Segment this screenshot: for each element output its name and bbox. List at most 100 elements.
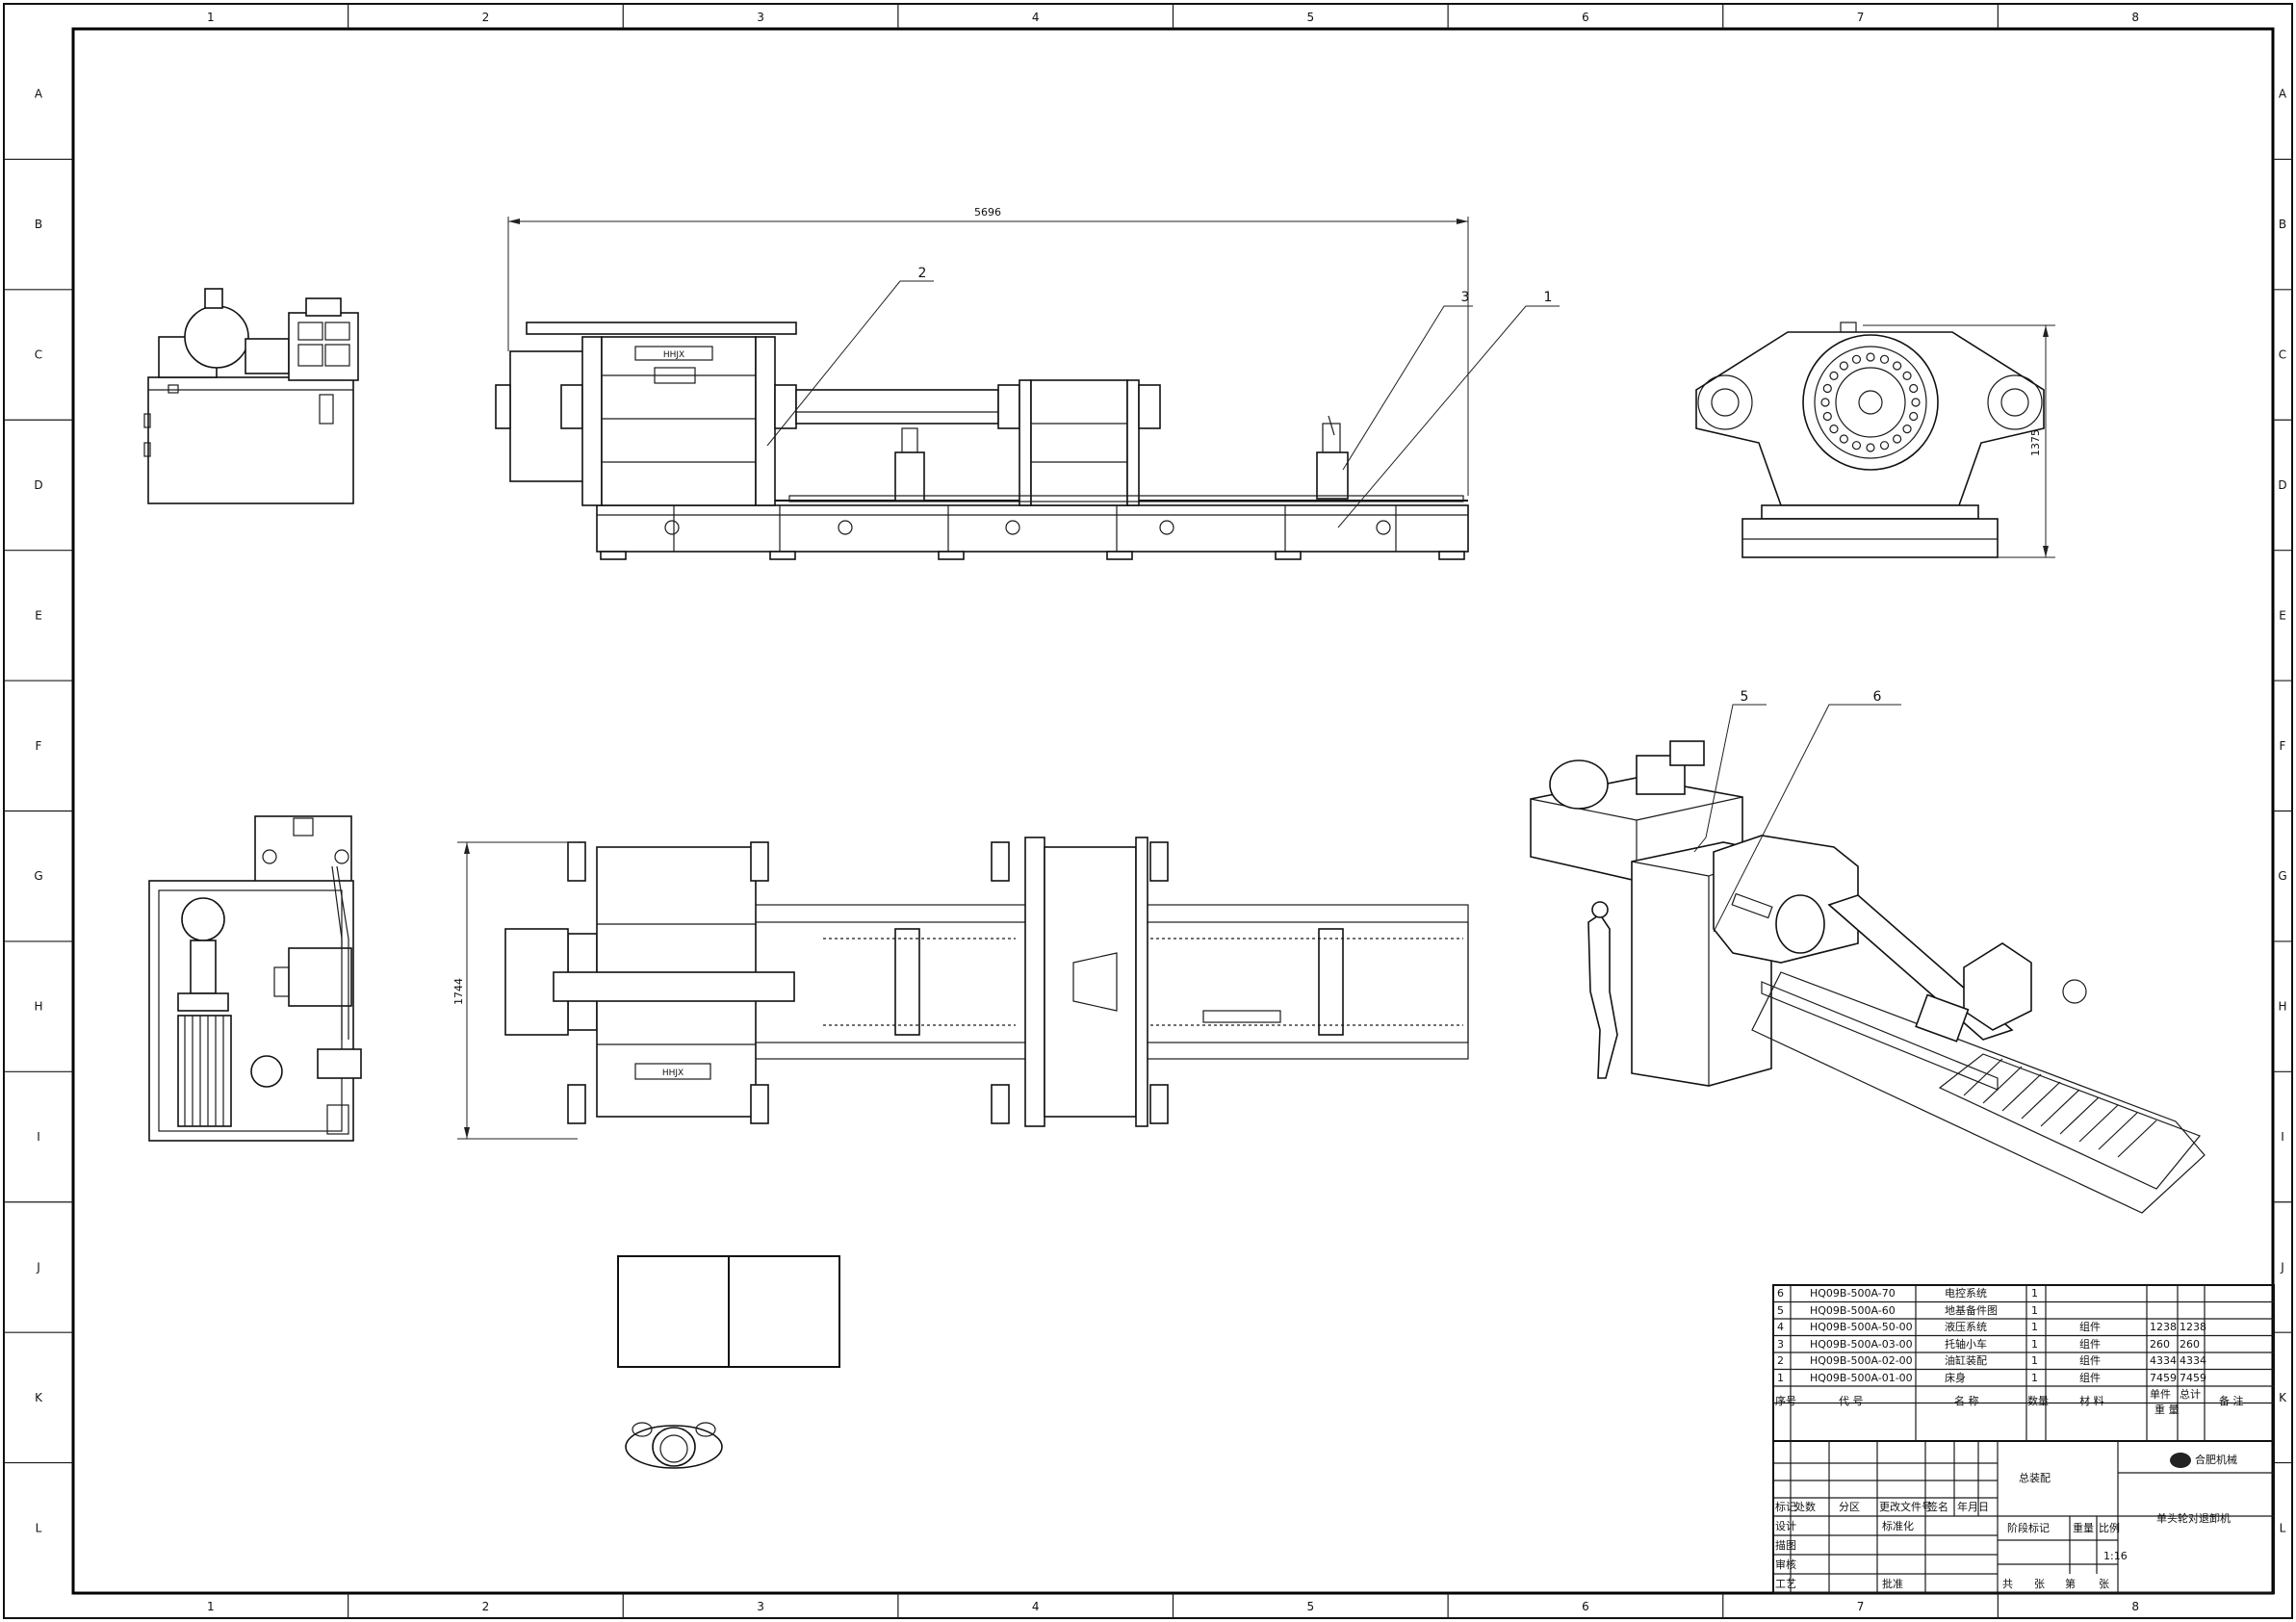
operator-top-view — [625, 1422, 723, 1469]
label-scale: 比例 — [2099, 1522, 2120, 1534]
column-label-top: 3 — [757, 11, 764, 24]
row-label-right: K — [2279, 1391, 2287, 1404]
label-stage-mark: 阶段标记 — [2007, 1522, 2050, 1534]
blank-annotation-box — [617, 1255, 840, 1368]
bom-header-note: 备 注 — [2219, 1395, 2244, 1407]
bom-cell-no: 5 — [1777, 1303, 1784, 1317]
label-weight: 重量 — [2073, 1522, 2094, 1534]
bom-cell-total_wt: 260 — [2180, 1337, 2200, 1351]
bom-cell-unit_wt: 1238 — [2150, 1321, 2177, 1333]
row-label-left: H — [34, 1000, 42, 1014]
column-label-top: 6 — [1582, 11, 1589, 24]
bom-cell-qty: 1 — [2031, 1354, 2038, 1367]
bom-header-total-weight: 总计 — [2180, 1388, 2201, 1401]
label-approve: 批准 — [1882, 1578, 1903, 1590]
bom-cell-qty: 1 — [2031, 1371, 2038, 1384]
bom-cell-material: 组件 — [2079, 1354, 2101, 1367]
bom-header-qty: 数量 — [2027, 1395, 2049, 1407]
bom-cell-qty: 1 — [2031, 1321, 2038, 1333]
bom-cell-qty: 1 — [2031, 1337, 2038, 1351]
row-label-left: D — [34, 478, 42, 492]
bom-cell-code: HQ09B-500A-03-00 — [1810, 1337, 1913, 1351]
balloon-5: 5 — [1741, 689, 1749, 705]
bom-cell-name: 床身 — [1945, 1371, 1966, 1384]
bom-cell-no: 2 — [1777, 1354, 1784, 1367]
balloon-6: 6 — [1873, 689, 1882, 705]
bom-cell-name: 地基备件图 — [1945, 1303, 1998, 1317]
balloon-2: 2 — [918, 266, 927, 281]
row-label-left: I — [37, 1130, 40, 1144]
row-label-right: J — [2280, 1260, 2284, 1274]
bom-cell-total_wt: 4334 — [2180, 1354, 2206, 1367]
label-sheets: 张 — [2034, 1578, 2045, 1590]
column-label-top: 4 — [1032, 11, 1040, 24]
label-sign: 签名 — [1927, 1501, 1948, 1513]
row-label-left: B — [35, 218, 42, 231]
label-sheet-no: 第 — [2065, 1578, 2076, 1590]
bom-cell-code: HQ09B-500A-01-00 — [1810, 1371, 1913, 1384]
bom-cell-material: 组件 — [2079, 1371, 2101, 1384]
label-standardize: 标准化 — [1882, 1520, 1914, 1532]
dimension-end-view-height: 1375 — [1863, 324, 2055, 558]
row-label-right: E — [2279, 608, 2286, 622]
machine-end-view — [1695, 322, 2045, 558]
balloon-leaders-iso — [1693, 704, 1901, 933]
end-view-height-value: 1375 — [2029, 429, 2042, 456]
hydraulic-unit-plan-view — [148, 815, 362, 1142]
plan-logo-text: HHJX — [662, 1068, 684, 1078]
bom-cell-unit_wt: 7459 — [2150, 1371, 2177, 1384]
row-label-left: C — [35, 348, 42, 362]
balloon-3: 3 — [1461, 290, 1470, 305]
column-label-top: 7 — [1857, 11, 1865, 24]
balloon-leaders-top — [766, 280, 1560, 528]
row-label-left: J — [36, 1260, 40, 1274]
scale-value: 1:16 — [2103, 1550, 2128, 1562]
bom-cell-name: 托轴小车 — [1945, 1337, 1987, 1351]
bom-cell-name: 油缸装配 — [1945, 1354, 1987, 1367]
row-label-right: H — [2278, 1000, 2286, 1014]
label-change-doc: 更改文件号 — [1879, 1501, 1932, 1513]
bom-cell-no: 4 — [1777, 1321, 1784, 1333]
bom-header-name: 名 称 — [1954, 1395, 1979, 1407]
row-label-left: A — [35, 88, 43, 101]
overall-length-value: 5696 — [974, 206, 1001, 219]
border-frame — [3, 3, 2293, 1619]
column-label-bottom: 3 — [757, 1600, 764, 1613]
bom-cell-total_wt: 7459 — [2180, 1371, 2206, 1384]
column-label-bottom: 4 — [1032, 1600, 1040, 1613]
bom-cell-code: HQ09B-500A-50-00 — [1810, 1321, 1913, 1333]
label-trace: 描图 — [1775, 1539, 1796, 1552]
hydraulic-unit-side-view — [143, 288, 359, 504]
dimension-overall-length: 5696 — [507, 206, 1469, 496]
bom-cell-unit_wt: 260 — [2150, 1337, 2170, 1351]
bom-cell-code: HQ09B-500A-60 — [1810, 1303, 1896, 1317]
row-label-left: E — [35, 608, 42, 622]
front-logo-text: HHJX — [663, 350, 684, 360]
bom-header-unit-weight: 单件 — [2150, 1388, 2171, 1401]
label-count: 处数 — [1794, 1501, 1816, 1513]
product-name: 单头轮对退卸机 — [2156, 1512, 2231, 1525]
bom-cell-code: HQ09B-500A-70 — [1810, 1287, 1896, 1300]
bom-cell-name: 电控系统 — [1945, 1287, 1987, 1300]
row-label-right: F — [2280, 739, 2286, 753]
bom-header-weight: 重 量 — [2154, 1403, 2180, 1416]
column-label-bottom: 1 — [207, 1600, 215, 1613]
label-zone: 分区 — [1839, 1501, 1860, 1513]
bom-cell-no: 3 — [1777, 1337, 1784, 1351]
bom-cell-no: 1 — [1777, 1371, 1784, 1384]
row-label-right: G — [2278, 869, 2286, 883]
bom-cell-qty: 1 — [2031, 1303, 2038, 1317]
label-review: 审核 — [1775, 1558, 1796, 1571]
bom-cell-qty: 1 — [2031, 1287, 2038, 1300]
machine-front-elevation: HHJX — [495, 322, 1469, 560]
title-block-grid — [1772, 1284, 2275, 1594]
bom-header-code: 代 号 — [1839, 1395, 1864, 1407]
row-label-right: L — [2280, 1521, 2286, 1534]
column-label-bottom: 5 — [1306, 1600, 1314, 1613]
row-label-left: F — [36, 739, 42, 753]
row-label-right: C — [2279, 348, 2286, 362]
row-label-right: I — [2281, 1130, 2284, 1144]
company-logo-mark — [2170, 1453, 2191, 1468]
